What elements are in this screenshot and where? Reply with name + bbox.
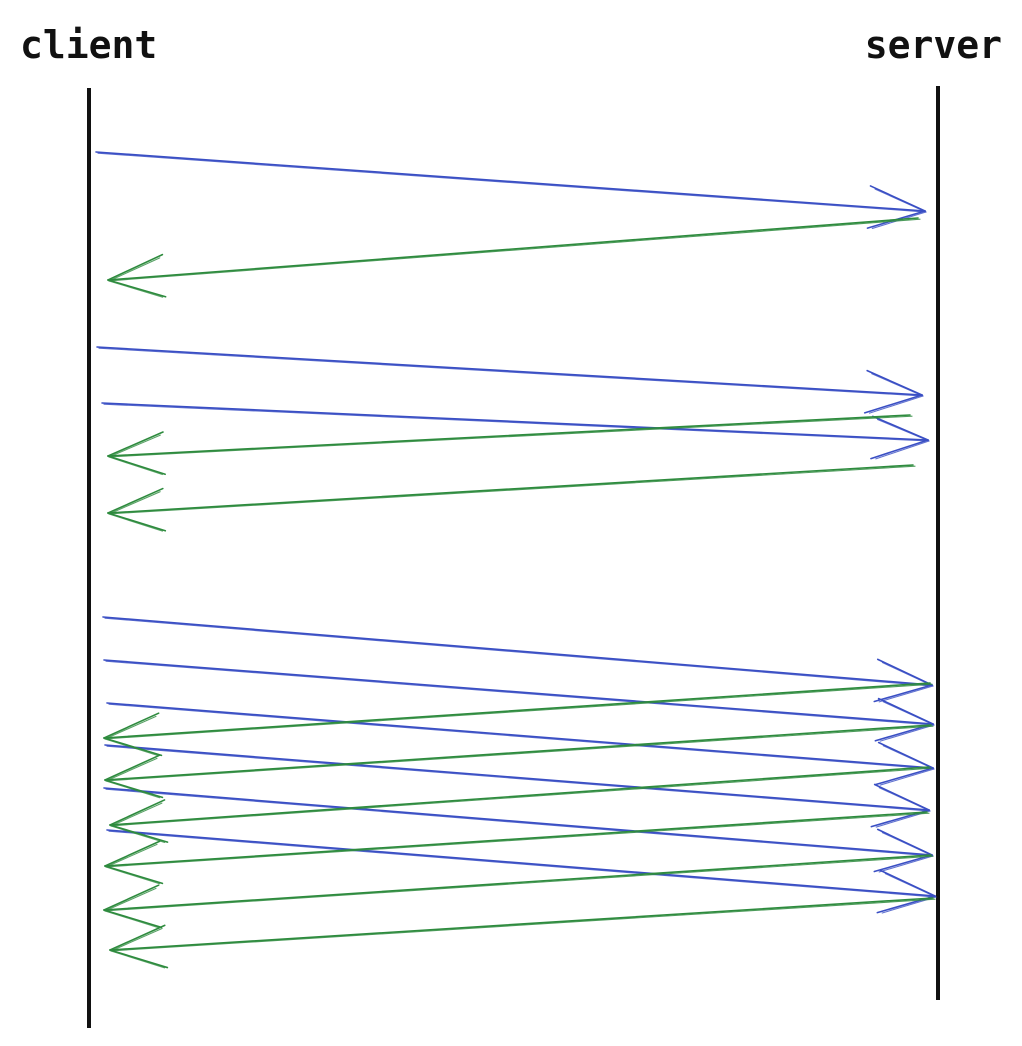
response-arrow [104,811,930,885]
server-label: server [864,23,1002,67]
response-arrow [104,724,934,799]
request-arrow [106,829,937,914]
request-arrow [103,659,935,742]
request-arrow [103,787,934,873]
request-arrow [101,402,930,460]
response-arrow [107,414,913,476]
exchange-group-1 [95,151,927,298]
exchange-group-3 [102,616,937,969]
request-arrow [102,616,934,703]
request-arrow [96,346,924,414]
exchange-group-2 [96,346,930,532]
response-arrow [107,217,921,298]
response-arrow [109,766,932,844]
response-arrow [103,682,933,757]
request-arrow [106,702,935,786]
response-arrow [107,464,916,532]
response-arrow [103,854,934,929]
message-arrows [95,151,937,969]
request-arrow [95,151,927,230]
response-arrow [109,897,936,969]
client-label: client [20,23,158,67]
